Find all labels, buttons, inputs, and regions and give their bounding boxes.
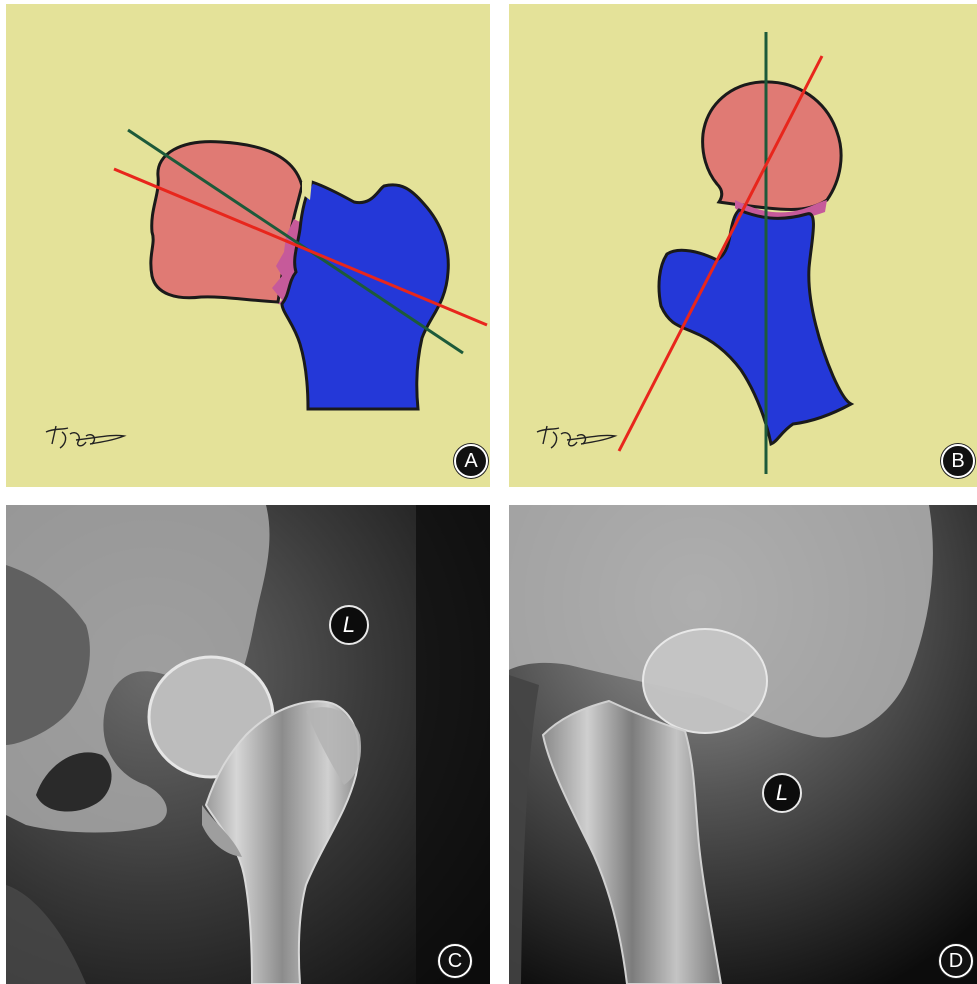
panel-label-badge-d: D	[939, 944, 973, 978]
femoral-head-shape	[703, 82, 841, 210]
panel-label-badge-b: B	[941, 444, 975, 478]
xray-lateral-image	[509, 505, 977, 984]
femur-ap-diagram	[6, 4, 490, 487]
femoral-head-shape	[151, 142, 302, 302]
xray-ap-image	[6, 505, 490, 984]
panel-label-badge-a: A	[454, 444, 488, 478]
side-marker-l-d: L	[762, 773, 802, 813]
signature-scribble	[537, 426, 615, 448]
panel-d-radiograph-lateral: L D	[509, 505, 977, 984]
femoral-head-xray	[643, 629, 767, 733]
panel-a-diagram: A	[6, 4, 490, 487]
panel-b-diagram: B	[509, 4, 977, 487]
panel-c-radiograph-ap: L C	[6, 505, 490, 984]
signature-scribble	[46, 426, 124, 448]
femur-lateral-diagram	[509, 4, 977, 487]
femoral-neck-shaft-shape	[282, 182, 448, 409]
femoral-neck-shaft-shape	[659, 210, 851, 444]
panel-label-badge-c: C	[438, 944, 472, 978]
side-marker-l-c: L	[329, 605, 369, 645]
